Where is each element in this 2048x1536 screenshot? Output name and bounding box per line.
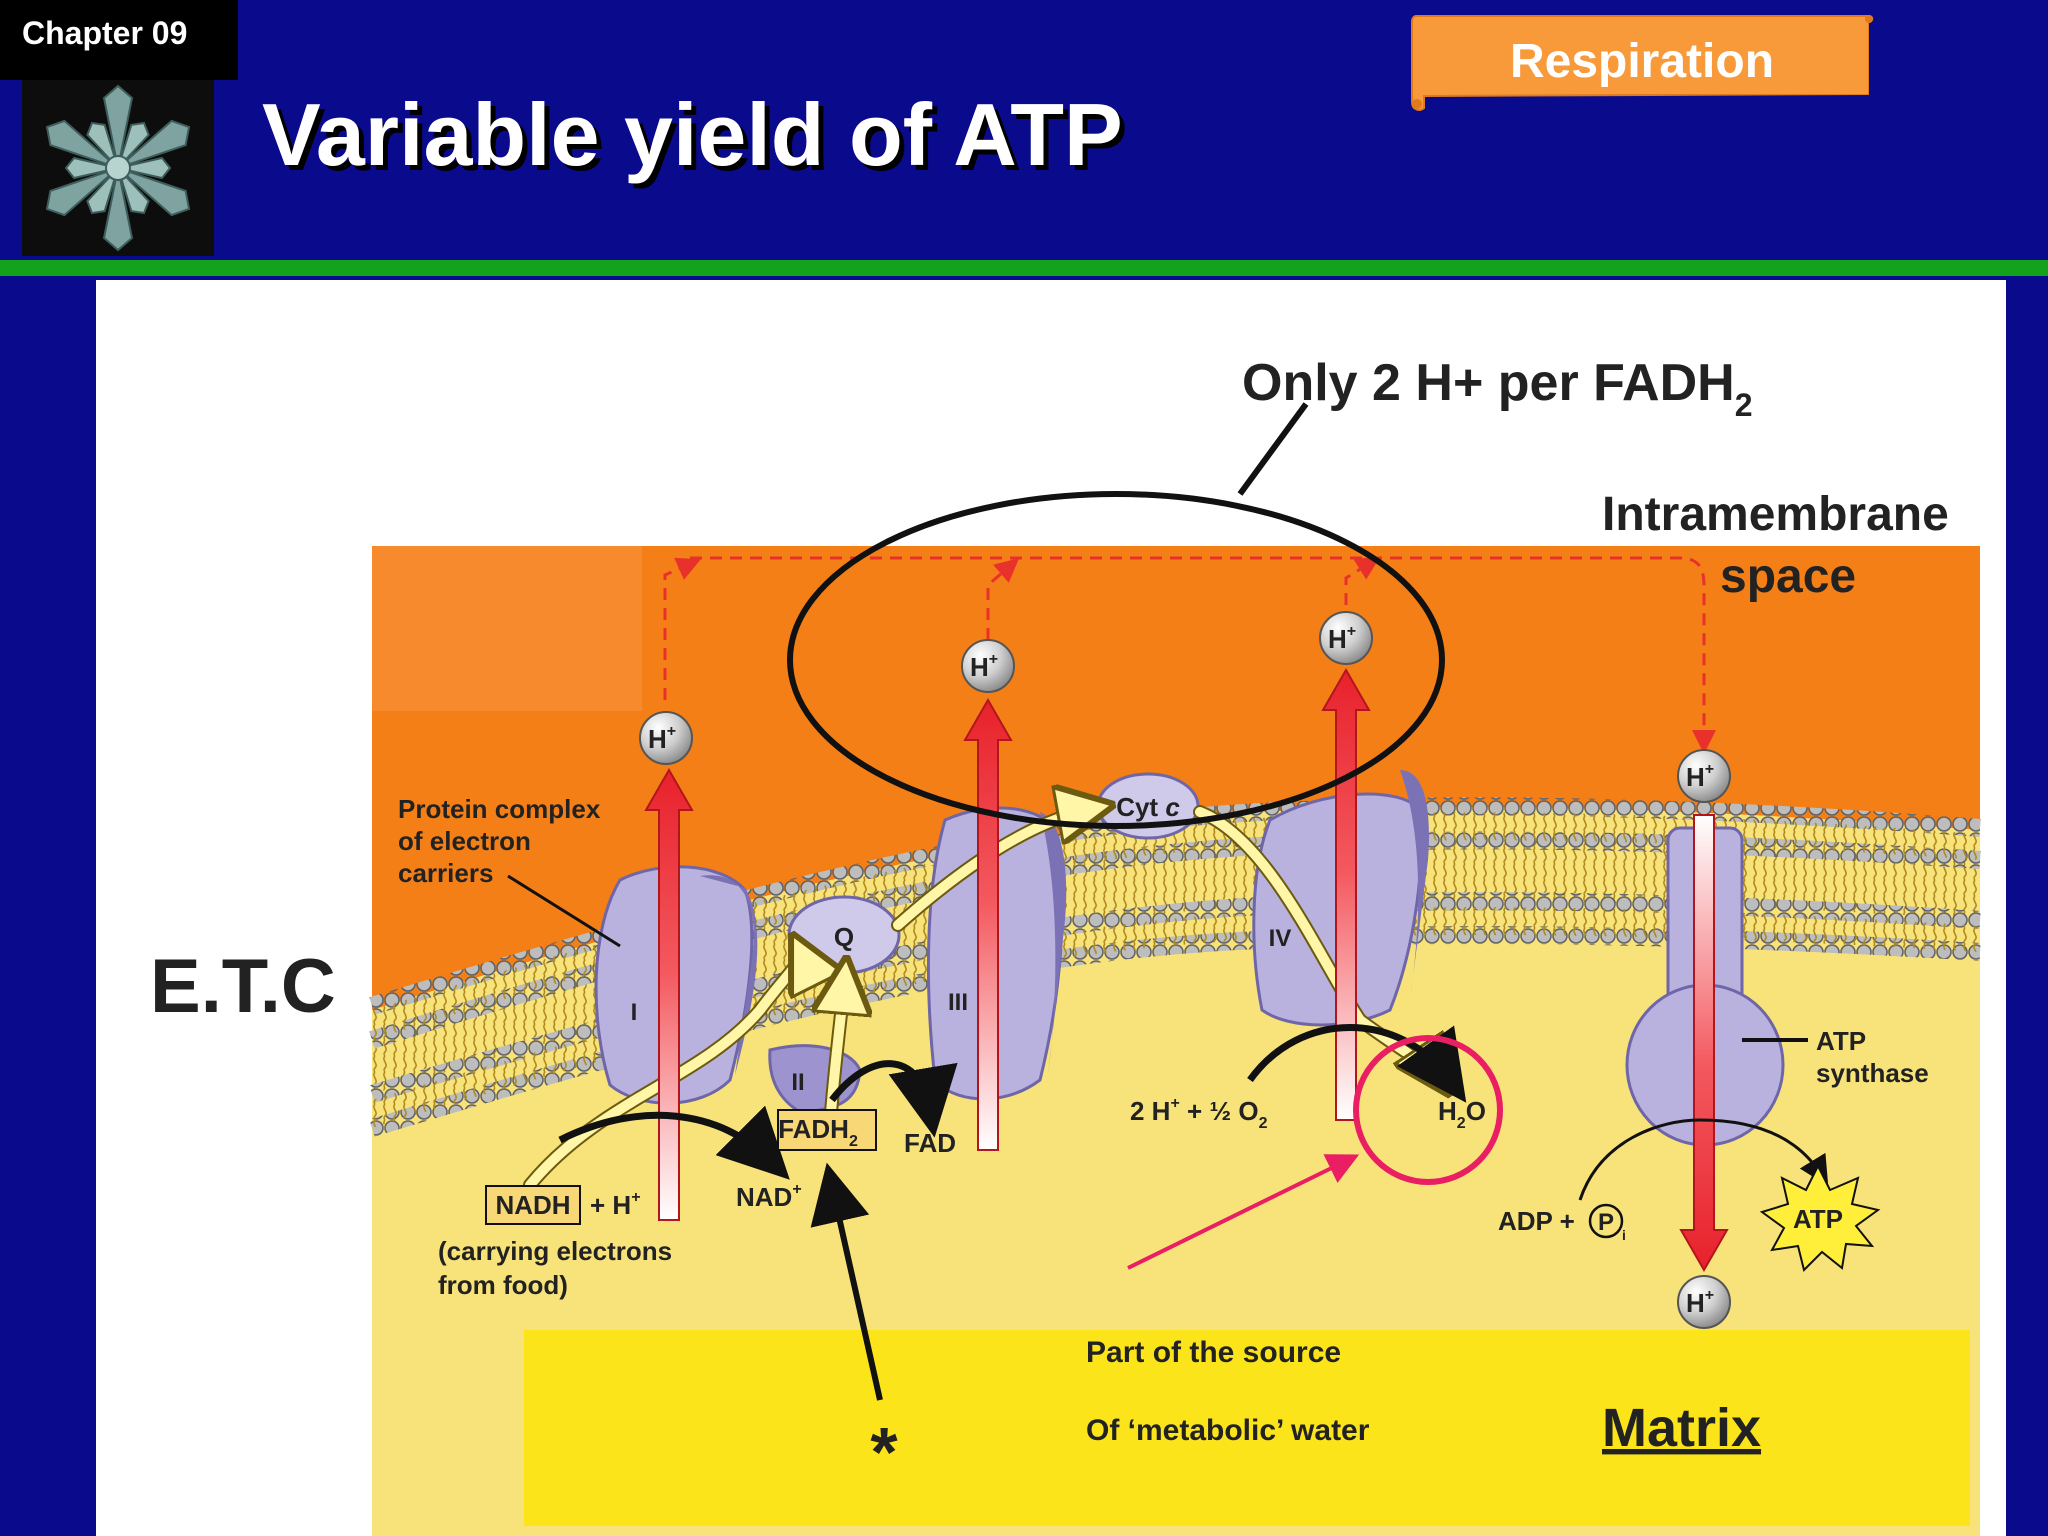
nad-plus-label: NAD+ <box>736 1181 802 1212</box>
fad-label: FAD <box>904 1128 956 1158</box>
phosphate-label: P i <box>1588 1203 1626 1243</box>
matrix-label: Matrix <box>1602 1398 1761 1458</box>
proton-ball-1: H+ <box>639 711 693 765</box>
svg-text:Protein complex: Protein complex <box>398 794 601 824</box>
proton-ball-5: H+ <box>1677 1275 1731 1329</box>
complex-iii-label: III <box>948 989 968 1016</box>
oxygen-to-water-arrow <box>1247 1024 1467 1103</box>
svg-text:H+: H+ <box>1686 761 1714 792</box>
intermembrane-label-line1: Intramembrane <box>1602 488 1949 541</box>
atp-synthase-label: ATP <box>1816 1026 1866 1056</box>
nadh-to-nad-arrow <box>558 1105 790 1180</box>
nadh-label: NADH + H+ (carrying electrons from food) <box>438 1185 672 1300</box>
fadh2-note: Only 2 H+ per FADH2 <box>1242 354 1752 423</box>
svg-text:Cyt c: Cyt c <box>1116 792 1180 822</box>
fadh2-highlight-ellipse <box>787 491 1445 829</box>
svg-text:+ H+: + H+ <box>590 1189 641 1220</box>
fadh2-note-pointer <box>1237 402 1309 496</box>
atp-starburst: ATP <box>1759 1163 1881 1272</box>
water-label: H2O <box>1438 1096 1486 1132</box>
svg-text:P: P <box>1598 1209 1614 1236</box>
complex-ii-label: II <box>791 1069 804 1096</box>
atp-label: ATP <box>1793 1204 1843 1234</box>
slide-title: Variable yield of ATP <box>262 85 1123 184</box>
svg-text:(carrying electrons: (carrying electrons <box>438 1236 672 1266</box>
svg-text:H+: H+ <box>1686 1287 1714 1318</box>
water-highlight-circle <box>1353 1035 1503 1185</box>
matrix-highlight-box <box>524 1330 1970 1526</box>
q-label: Q <box>834 922 854 952</box>
proton-balls: H+ H+ H+ H+ H+ <box>639 611 1731 1329</box>
cytc-label: Cyt <box>1116 792 1158 822</box>
plant-photo <box>22 80 214 256</box>
complex-iv-label: IV <box>1269 925 1292 952</box>
fadh2-to-fad-arrow <box>829 1060 958 1138</box>
proton-pump-arrows <box>644 667 1729 1273</box>
svg-text:i: i <box>1622 1227 1626 1243</box>
water-pointer-arrow <box>1127 1154 1360 1270</box>
asterisk-marker: * <box>870 1413 898 1491</box>
atp-synthase-label-2: synthase <box>1816 1058 1929 1088</box>
proton-ball-3: H+ <box>1319 611 1373 665</box>
svg-text:H+: H+ <box>648 723 676 754</box>
svg-text:H+: H+ <box>1328 623 1356 654</box>
cytc-c: c <box>1165 792 1180 822</box>
proton-ball-4: H+ <box>1677 749 1731 803</box>
proton-flow-dashes <box>663 556 1716 754</box>
complex-i-label: I <box>631 999 638 1026</box>
metabolic-water-line2: Of ‘metabolic’ water <box>1086 1414 1370 1447</box>
svg-text:from food): from food) <box>438 1270 568 1300</box>
protein-complex-label: Protein complex of electron carriers <box>398 794 621 948</box>
svg-text:of electron: of electron <box>398 826 531 856</box>
metabolic-water-line1: Part of the source <box>1086 1336 1341 1369</box>
svg-text:carriers: carriers <box>398 858 493 888</box>
svg-text:H+: H+ <box>970 651 998 682</box>
etc-label: E.T.C <box>150 944 336 1029</box>
section-scroll-banner <box>1411 15 1874 111</box>
nad-pointer-arrow <box>810 1162 883 1401</box>
svg-text:FADH2: FADH2 <box>778 1114 858 1150</box>
fadh2-label: FADH2 <box>777 1109 877 1151</box>
intermembrane-label-line2: space <box>1720 550 1856 603</box>
chapter-tab: Chapter 09 <box>0 0 238 80</box>
svg-text:NADH: NADH <box>495 1190 570 1220</box>
section-label: Respiration <box>1509 35 1775 88</box>
proton-ball-2: H+ <box>961 639 1015 693</box>
divider-rule <box>0 260 2048 276</box>
oxygen-equation: 2 H+ + ½ O2 <box>1130 1095 1268 1132</box>
adp-to-atp-arrow <box>1578 1118 1829 1201</box>
adp-label: ADP + <box>1498 1206 1575 1236</box>
